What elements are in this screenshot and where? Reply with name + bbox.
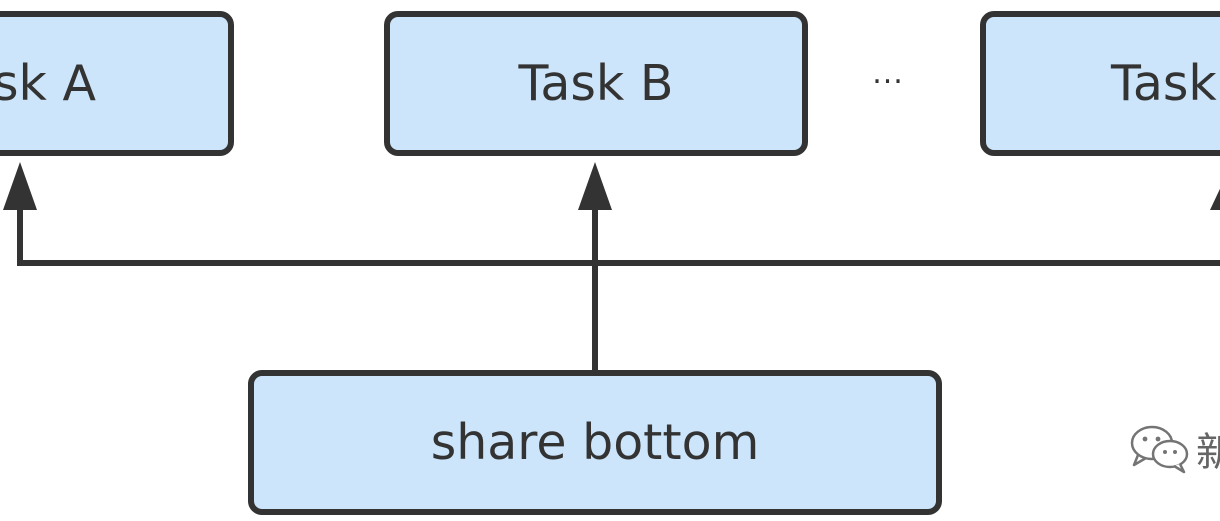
ellipsis-label: ... xyxy=(872,56,904,91)
wechat-icon xyxy=(1130,425,1189,474)
share-bottom-label: share bottom xyxy=(430,414,760,471)
task-b-box: Task B xyxy=(384,11,808,156)
task-a-box: Task A xyxy=(0,11,234,156)
arrowhead-task-a xyxy=(3,162,37,210)
watermark: 新 xyxy=(1128,420,1220,478)
arrowhead-task-b xyxy=(578,162,612,210)
task-c-label: Task C xyxy=(1111,55,1220,112)
task-a-label: Task A xyxy=(0,55,96,112)
share-bottom-box: share bottom xyxy=(248,370,942,515)
watermark-text: 新 xyxy=(1196,430,1220,476)
task-c-box: Task C xyxy=(980,11,1220,156)
task-b-label: Task B xyxy=(518,55,674,112)
arrowhead-task-c xyxy=(1210,188,1220,210)
